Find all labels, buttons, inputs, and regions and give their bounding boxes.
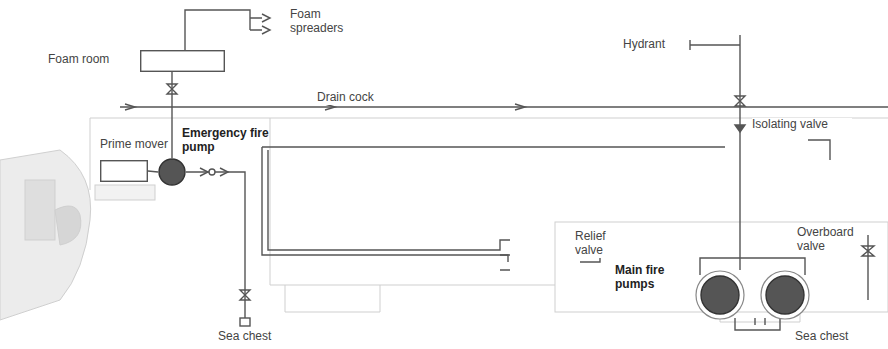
spreader-label: Foam spreaders	[290, 8, 360, 36]
circle-outline	[158, 158, 186, 186]
main-pumps: Main fire pumps	[615, 262, 815, 318]
drain-label: Drain cock	[317, 91, 397, 105]
relief-label: Relief valve	[575, 230, 625, 258]
rect-outline	[100, 160, 148, 182]
valve-label: Isolating valve	[752, 118, 852, 132]
overboard-label: Overboard valve	[797, 226, 857, 254]
foam-room-box: Foam room	[140, 50, 225, 72]
sea-chest-label: Sea chest	[795, 330, 865, 344]
node-label: Prime mover	[100, 138, 180, 152]
rect-outline	[140, 50, 225, 72]
prime-mover-box: Prime mover	[100, 160, 148, 182]
pipe-connector	[171, 72, 172, 158]
pipe-connector	[148, 171, 158, 172]
node-label: Foam room	[48, 53, 128, 67]
hydrant-label: Hydrant	[623, 38, 683, 52]
node-label: Emergency fire pump	[182, 127, 270, 155]
sea-chest-label: Sea chest	[218, 330, 288, 344]
emergency-pump: Emergency fire pump	[158, 158, 186, 186]
node-label: Main fire pumps	[615, 264, 677, 292]
